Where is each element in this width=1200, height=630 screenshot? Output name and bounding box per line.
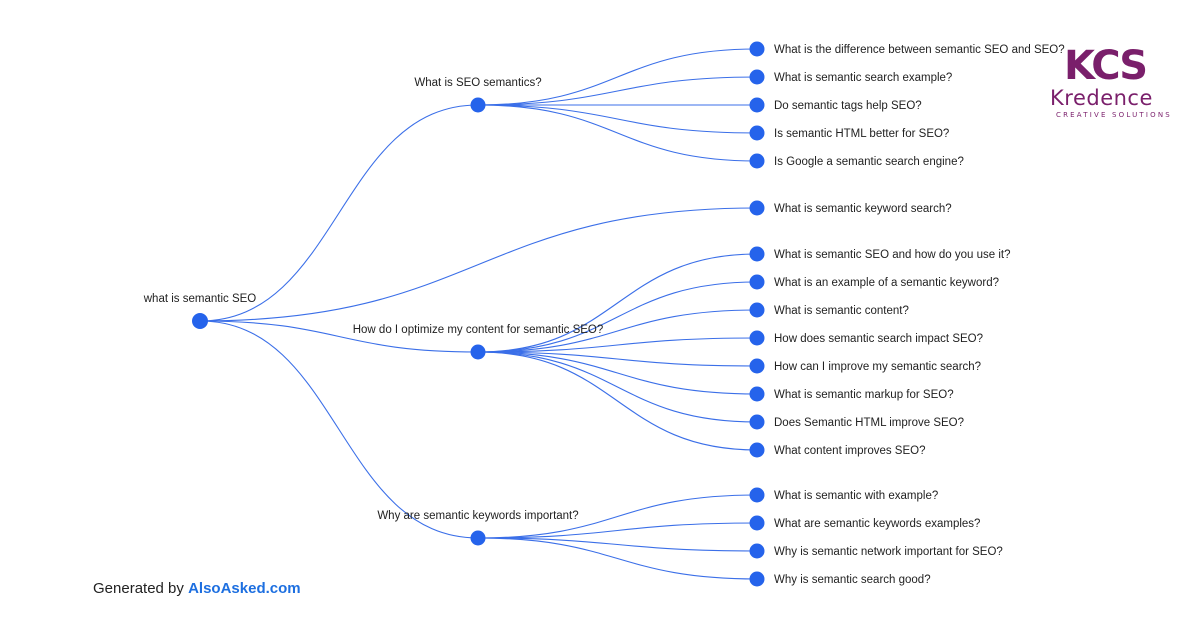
question-label: Is semantic HTML better for SEO? <box>774 128 949 140</box>
root-branch-link <box>199 104 479 322</box>
question-label: Is Google a semantic search engine? <box>774 156 964 168</box>
question-node[interactable] <box>749 543 765 559</box>
question-node[interactable] <box>749 125 765 141</box>
footer-credit: Generated by AlsoAsked.com <box>93 580 301 597</box>
question-node[interactable] <box>749 358 765 374</box>
root-label: what is semantic SEO <box>143 293 257 305</box>
footer-prefix: Generated by <box>93 580 184 597</box>
root-branch-link <box>199 207 758 322</box>
branch-leaf-link <box>477 537 758 580</box>
branch-leaf-link <box>477 351 758 423</box>
branch-label: What is SEO semantics? <box>414 77 541 89</box>
question-label: What is semantic keyword search? <box>774 203 952 215</box>
question-node[interactable] <box>749 41 765 57</box>
branch-leaf-link <box>477 537 758 552</box>
logo-mark: KCS <box>1064 43 1148 89</box>
kredence-logo: KCS Kredence CREATIVE SOLUTIONS <box>1040 44 1185 124</box>
question-label: How can I improve my semantic search? <box>774 361 981 373</box>
question-node[interactable] <box>749 414 765 430</box>
question-node[interactable] <box>749 302 765 318</box>
question-node[interactable] <box>749 515 765 531</box>
question-label: What is semantic search example? <box>774 72 952 84</box>
question-label: What content improves SEO? <box>774 445 925 457</box>
root-node[interactable] <box>192 313 208 329</box>
question-label: What is the difference between semantic … <box>774 44 1065 56</box>
question-node[interactable] <box>749 69 765 85</box>
question-node[interactable] <box>749 442 765 458</box>
footer-brand-link[interactable]: AlsoAsked.com <box>188 580 301 597</box>
question-node[interactable] <box>749 571 765 587</box>
branch-leaf-link <box>477 337 758 353</box>
question-label: What is an example of a semantic keyword… <box>774 277 999 289</box>
question-label: What is semantic content? <box>774 305 909 317</box>
branch-node[interactable] <box>470 530 486 546</box>
root-branch-link <box>199 320 479 539</box>
question-label: Do semantic tags help SEO? <box>774 100 922 112</box>
branch-leaf-link <box>477 281 758 353</box>
branch-leaf-link <box>477 351 758 395</box>
branch-leaf-link <box>477 104 758 162</box>
branch-leaf-link <box>477 494 758 539</box>
branch-leaf-link <box>477 48 758 106</box>
question-node[interactable] <box>749 97 765 113</box>
tree-links <box>199 48 758 580</box>
question-label: What is semantic SEO and how do you use … <box>774 249 1011 261</box>
question-node[interactable] <box>749 487 765 503</box>
branch-leaf-link <box>477 309 758 353</box>
branch-leaf-link <box>477 522 758 539</box>
question-label: How does semantic search impact SEO? <box>774 333 983 345</box>
branch-leaf-link <box>477 104 758 134</box>
logo-tagline: CREATIVE SOLUTIONS <box>1056 111 1172 119</box>
root-branch-link <box>199 320 479 353</box>
question-node[interactable] <box>749 330 765 346</box>
branch-leaf-link <box>477 253 758 353</box>
question-node[interactable] <box>749 200 765 216</box>
tree-nodes: what is semantic SEO What is SEO semantic… <box>143 41 1065 587</box>
branch-leaf-link <box>477 76 758 106</box>
branch-leaf-link <box>477 351 758 451</box>
question-label: What is semantic markup for SEO? <box>774 389 954 401</box>
branch-label: How do I optimize my content for semanti… <box>353 324 604 336</box>
branch-node[interactable] <box>470 97 486 113</box>
question-label: Why is semantic search good? <box>774 574 931 586</box>
question-label: What is semantic with example? <box>774 490 938 502</box>
branch-node[interactable] <box>470 344 486 360</box>
question-label: Does Semantic HTML improve SEO? <box>774 417 964 429</box>
logo-name: Kredence <box>1050 86 1153 110</box>
question-node[interactable] <box>749 274 765 290</box>
question-node[interactable] <box>749 386 765 402</box>
branch-label: Why are semantic keywords important? <box>377 510 578 522</box>
question-node[interactable] <box>749 246 765 262</box>
question-node[interactable] <box>749 153 765 169</box>
question-label: Why is semantic network important for SE… <box>774 546 1003 558</box>
question-label: What are semantic keywords examples? <box>774 518 980 530</box>
branch-leaf-link <box>477 351 758 367</box>
